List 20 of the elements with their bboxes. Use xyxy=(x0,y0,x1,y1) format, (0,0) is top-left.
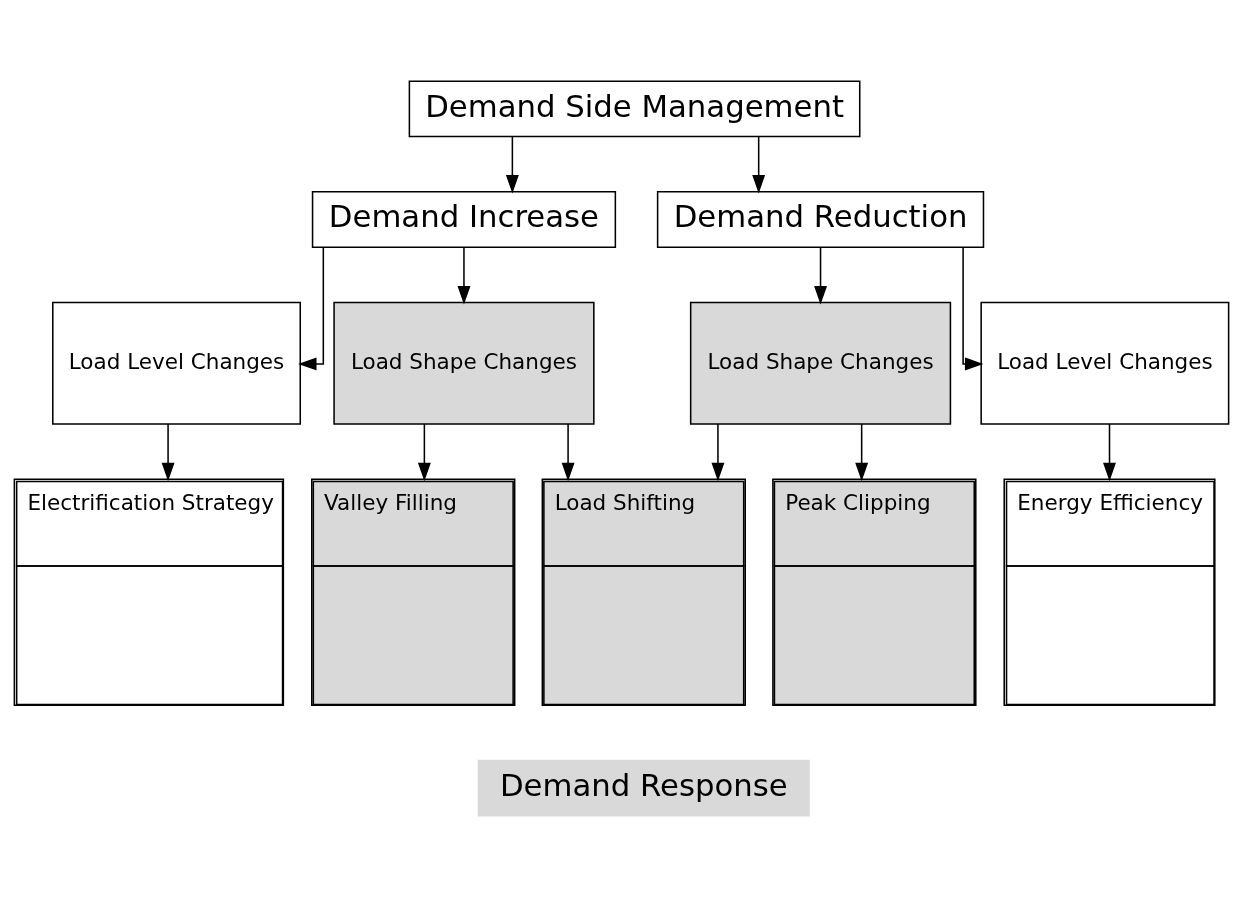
node-box: Load Level Changes xyxy=(980,301,1230,425)
arrow xyxy=(417,423,431,482)
node-box: Load Level Changes xyxy=(52,301,302,425)
node-box: Demand Response xyxy=(477,759,810,817)
arrow xyxy=(855,423,869,482)
arrow xyxy=(1103,423,1116,482)
node-box: Demand Increase xyxy=(311,191,617,248)
arrow xyxy=(962,246,984,371)
node-box: Load Shape Changes xyxy=(333,301,595,425)
arrow xyxy=(752,135,766,194)
node-box: Demand Side Management xyxy=(408,80,861,138)
arrow xyxy=(814,246,827,305)
arrow xyxy=(561,423,575,482)
arrow xyxy=(298,246,325,371)
arrow xyxy=(161,423,175,482)
arrow xyxy=(711,423,725,482)
node-box: Load Shape Changes xyxy=(689,301,952,425)
arrow xyxy=(505,135,519,194)
node-box: Demand Reduction xyxy=(656,191,985,248)
arrow xyxy=(457,246,471,305)
